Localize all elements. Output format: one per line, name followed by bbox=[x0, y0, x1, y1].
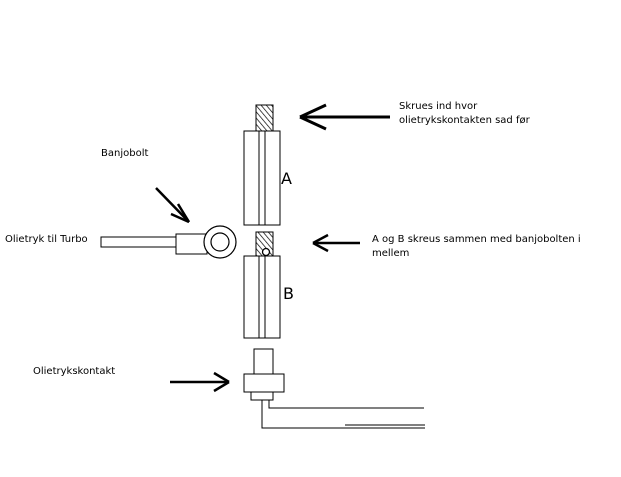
label-part-b: B bbox=[283, 284, 294, 303]
label-skrues-line1: Skrues ind hvor bbox=[399, 101, 478, 112]
label-a-og-b-line1: A og B skreus sammen med banjobolten i bbox=[372, 234, 581, 245]
arrow-olietrykskontakt bbox=[170, 371, 230, 393]
arrow-skrues bbox=[299, 103, 390, 131]
thread-top bbox=[255, 104, 274, 132]
oil-pressure-switch bbox=[243, 348, 425, 429]
part-b-body bbox=[243, 255, 281, 339]
label-olietrykskontakt: Olietrykskontakt bbox=[33, 366, 116, 377]
label-skrues-line2: olietrykskontakten sad før bbox=[399, 115, 530, 126]
label-olietryk-til-turbo: Olietryk til Turbo bbox=[5, 234, 88, 245]
arrow-a-og-b bbox=[312, 233, 360, 253]
thread-middle bbox=[255, 231, 274, 257]
banjo-fitting bbox=[100, 225, 237, 259]
arrow-banjobolt bbox=[155, 187, 191, 224]
label-part-a: A bbox=[281, 169, 292, 188]
part-a-body bbox=[243, 130, 281, 226]
label-banjobolt: Banjobolt bbox=[101, 148, 149, 159]
label-a-og-b-line2: mellem bbox=[372, 248, 410, 259]
